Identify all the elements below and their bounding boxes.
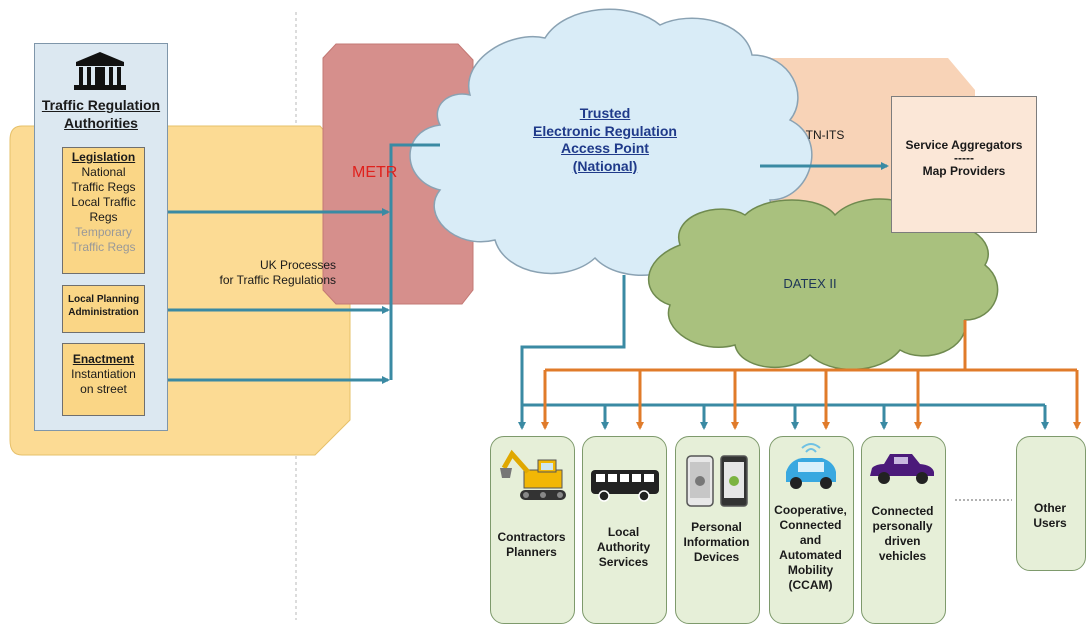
user-ccam-line4: Automated xyxy=(779,548,842,562)
user-personal-devices-line3: Devices xyxy=(693,550,740,564)
planning-box xyxy=(62,285,145,333)
legislation-line1: National xyxy=(81,165,126,179)
user-box-other-users xyxy=(1016,436,1086,571)
user-ccam-line1: Cooperative, xyxy=(774,503,847,517)
uk-processes-line2: for Traffic Regulations xyxy=(219,273,336,287)
legislation-heading: Legislation xyxy=(71,150,136,164)
legislation-box xyxy=(62,147,145,274)
access-point-line1: Trusted xyxy=(579,105,631,121)
access-point-line2: Electronic Regulation xyxy=(533,122,677,139)
user-local-authority-line2: Authority xyxy=(596,540,651,554)
excavator-icon xyxy=(500,449,566,500)
legislation-line2: Traffic Regs xyxy=(71,180,136,194)
datex-cloud xyxy=(647,198,999,371)
user-contractors-line1: Contractors xyxy=(497,530,566,544)
school-bus-icon xyxy=(591,470,659,502)
metr-connector xyxy=(389,143,440,380)
user-contractors-line2: Planners xyxy=(506,545,557,559)
uk-processes-line1: UK Processes xyxy=(259,258,336,272)
user-personal-devices-line1: Personal xyxy=(691,520,742,534)
user-local-authority-line1: Local xyxy=(607,525,640,539)
service-line1: Service Aggregators xyxy=(905,138,1023,152)
authority-title-line2: Authorities xyxy=(64,114,138,131)
user-box-local-authority xyxy=(582,436,667,624)
metr-label: METR xyxy=(352,164,398,181)
user-ccam-line5: Mobility xyxy=(787,563,834,577)
tn-its-label: TN-ITS xyxy=(805,128,845,142)
service-line2: ----- xyxy=(954,151,974,165)
access-point-line3: Access Point xyxy=(561,140,649,156)
metr-shape xyxy=(322,43,474,305)
user-vehicles-line4: vehicles xyxy=(878,549,927,563)
enactment-line1: Instantiation xyxy=(71,367,136,381)
authority-title-line1: Traffic Regulation xyxy=(41,97,161,113)
access-point-down-line xyxy=(518,275,626,430)
planning-line2: Administration xyxy=(68,306,139,318)
datex-label: DATEX II xyxy=(783,276,837,291)
service-line3: Map Providers xyxy=(922,163,1006,178)
user-vehicles-line3: driven xyxy=(884,534,921,548)
enactment-line2: on street xyxy=(80,382,127,396)
user-vehicles-line2: personally xyxy=(872,519,933,533)
enactment-box xyxy=(62,343,145,416)
access-point-line4: (National) xyxy=(572,157,638,174)
legislation-line5: Temporary xyxy=(75,225,132,239)
user-ccam-line2: Connected xyxy=(779,518,842,532)
building-icon xyxy=(74,52,126,90)
connected-car-icon xyxy=(786,443,836,489)
user-ccam-line3: and xyxy=(799,533,822,547)
user-vehicles-line1: Connected xyxy=(871,504,934,518)
legislation-line3: Local Traffic xyxy=(71,195,136,209)
planning-line1: Local Planning xyxy=(67,294,140,305)
legislation-line6: Traffic Regs xyxy=(71,240,136,254)
user-personal-devices-line2: Information xyxy=(683,535,750,549)
vintage-car-icon xyxy=(870,454,934,484)
legislation-line4: Regs xyxy=(89,210,118,224)
service-aggregators-box xyxy=(891,96,1037,233)
smartphones-icon xyxy=(686,455,748,507)
enactment-heading: Enactment xyxy=(72,352,135,366)
user-other-line2: Users xyxy=(1033,516,1067,530)
user-ccam-line6: (CCAM) xyxy=(788,578,833,592)
user-other-line1: Other xyxy=(1033,501,1066,515)
user-local-authority-line3: Services xyxy=(598,555,649,569)
